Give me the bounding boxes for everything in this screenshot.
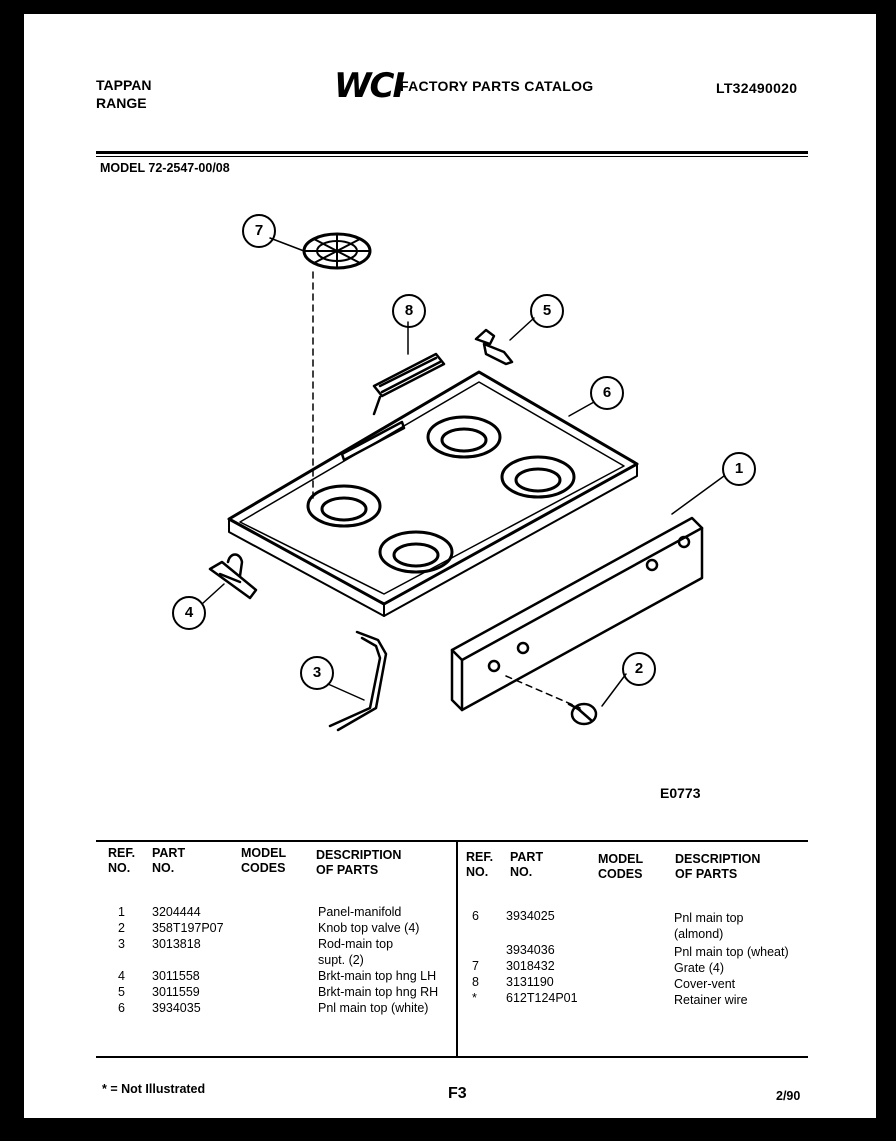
- product-type: RANGE: [96, 95, 147, 111]
- catalog-page: TAPPAN RANGE WCI FACTORY PARTS CATALOG L…: [24, 14, 876, 1118]
- table-row: * 612T124P01 Retainer wire: [472, 991, 748, 1007]
- table-row: supt. (2): [318, 953, 364, 967]
- callout-8: 8: [392, 294, 426, 328]
- table-divider: [456, 842, 458, 1056]
- callout-4: 4: [172, 596, 206, 630]
- rod-support-part: [328, 630, 388, 732]
- header-ref-no-left: REF.NO.: [108, 846, 136, 875]
- top-valve-knob: [567, 702, 598, 726]
- table-row: 4 3011558 Brkt-main top hng LH: [118, 969, 437, 983]
- callout-5: 5: [530, 294, 564, 328]
- catalog-number: LT32490020: [716, 80, 798, 96]
- header-rule: [96, 151, 808, 154]
- header-rule-thin: [96, 156, 808, 157]
- brand-name: TAPPAN: [96, 77, 152, 93]
- table-row: 7 3018432 Grate (4): [472, 959, 725, 975]
- callout-2: 2: [622, 652, 656, 686]
- table-row: 8 3131190 Cover-vent: [472, 975, 736, 991]
- catalog-title: FACTORY PARTS CATALOG: [400, 78, 594, 94]
- hinge-bracket-lh: [208, 553, 258, 600]
- table-row: 2 358T197P07 Knob top valve (4): [118, 921, 420, 935]
- table-row: 3 3013818 Rod-main top: [118, 937, 394, 951]
- page-number: F3: [448, 1085, 467, 1102]
- not-illustrated-note: * = Not Illustrated: [102, 1082, 206, 1096]
- table-row: 3934036 Pnl main top (wheat): [506, 943, 789, 959]
- table-row: 1 3204444 Panel-manifold: [118, 905, 402, 919]
- callout-6: 6: [590, 376, 624, 410]
- table-row: 6 3934035 Pnl main top (white): [118, 1001, 429, 1015]
- wci-logo: WCI: [334, 66, 405, 106]
- revision-date: 2/90: [776, 1089, 801, 1103]
- callout-1: 1: [722, 452, 756, 486]
- header-ref-no-right: REF.NO.: [466, 850, 494, 879]
- vent-cover-part: [372, 352, 446, 416]
- grate-part: [302, 232, 372, 270]
- parts-table-right: 6 3934025 Pnl main top (almond) 3934036 …: [466, 908, 806, 1007]
- model-number: MODEL 72-2547-00/08: [100, 161, 230, 175]
- manifold-panel-part: [450, 516, 704, 712]
- callout-7: 7: [242, 214, 276, 248]
- table-row: 6 3934025 Pnl main top: [472, 909, 744, 925]
- hinge-bracket-rh: [474, 328, 514, 366]
- exploded-parts-diagram: [201, 232, 725, 732]
- parts-table-left: 1 3204444 Panel-manifold 2 358T197P07 Kn…: [108, 904, 453, 1016]
- table-bottom-rule: [96, 1056, 808, 1058]
- figure-id: E0773: [660, 785, 701, 801]
- main-top-panel: [227, 370, 639, 617]
- knob-leader: [505, 675, 581, 709]
- table-row: 5 3011559 Brkt-main top hng RH: [118, 985, 439, 999]
- table-row: (almond): [674, 927, 724, 941]
- callout-3: 3: [300, 656, 334, 690]
- table-top-rule: [96, 840, 808, 842]
